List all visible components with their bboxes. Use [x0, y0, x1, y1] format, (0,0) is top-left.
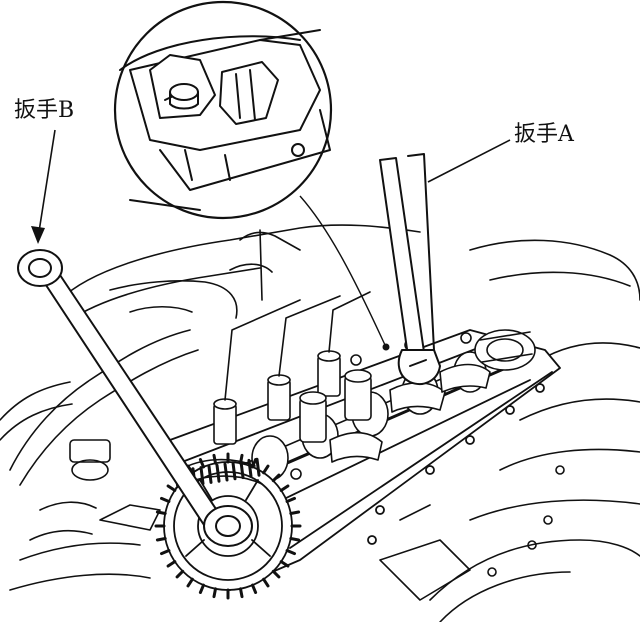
sprocket-tooth: [262, 577, 270, 588]
sprocket-tooth: [239, 587, 244, 599]
sprocket-tooth: [289, 510, 301, 515]
sprocket-tooth: [198, 583, 205, 594]
sprocket-tooth: [160, 496, 171, 503]
sprocket-tooth: [271, 569, 281, 579]
sprocket-tooth: [271, 473, 281, 483]
sprocket-tooth: [175, 569, 185, 579]
belt-tooth: [207, 464, 213, 484]
sprocket-tooth: [279, 560, 290, 568]
wrench-b: [17, 249, 253, 547]
inset-leader-line: [299, 195, 386, 346]
sprocket-tooth: [160, 549, 171, 556]
belt-tooth: [255, 457, 261, 477]
wrench-a: [379, 153, 441, 385]
sprocket-tooth: [285, 549, 296, 556]
belt-tooth: [215, 463, 221, 483]
sprocket-tooth: [262, 464, 270, 475]
sprocket-tooth: [166, 484, 177, 492]
belt-tooth: [231, 461, 237, 481]
engine-block: [0, 224, 640, 623]
inset-leader-dot: [382, 343, 390, 351]
valve-gear: [213, 291, 491, 504]
sprocket-tooth: [289, 537, 301, 542]
sprocket-tooth: [198, 458, 205, 469]
sprocket-tooth: [155, 510, 167, 515]
callout-leader-a: [427, 139, 511, 183]
sprocket-tooth: [279, 484, 290, 492]
sprocket-tooth: [186, 577, 194, 588]
sprocket-tooth: [155, 537, 167, 542]
callout-leader-b: [31, 129, 56, 244]
sprocket-tooth: [285, 496, 296, 503]
sprocket-tooth: [251, 583, 258, 594]
belt-tooth: [247, 458, 253, 478]
belt-tooth: [199, 466, 205, 486]
belt-tooth: [223, 462, 229, 482]
sprocket-tooth: [212, 587, 217, 599]
sprocket-tooth: [166, 560, 177, 568]
wrench-a-label: 扳手A: [514, 122, 574, 147]
wrench-b-label: 扳手B: [14, 98, 75, 123]
belt-tooth: [239, 460, 245, 480]
detail-inset: [113, 0, 333, 220]
